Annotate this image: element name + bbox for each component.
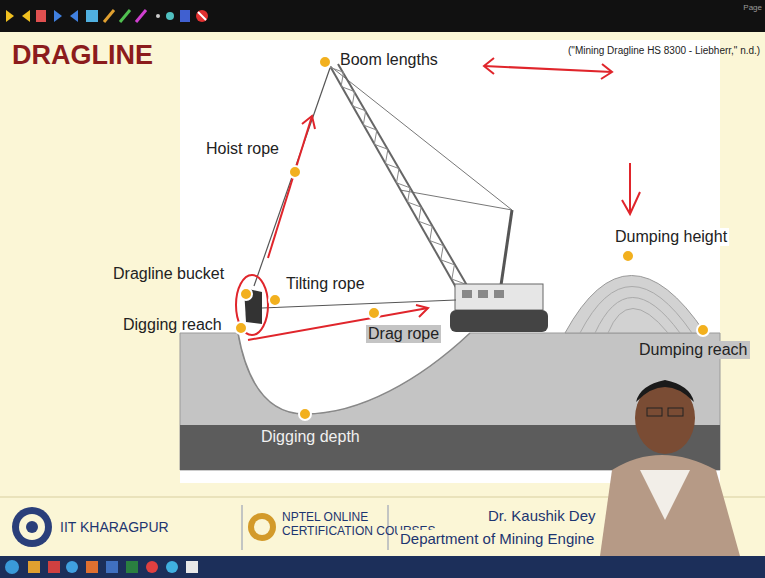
red-annotations: [236, 58, 640, 340]
taskbar: [0, 556, 765, 578]
toolbar-icons: [6, 10, 208, 22]
slide-title: DRAGLINE: [12, 40, 153, 71]
institute-name: IIT KHARAGPUR: [60, 519, 169, 535]
part-label: Dumping height: [613, 228, 729, 246]
instructor-name: Dr. Kaushik Dey: [486, 507, 598, 524]
toolbar: [0, 0, 765, 32]
iit-logo: [12, 507, 52, 547]
spoil-pile: [565, 276, 705, 334]
figure-panel: [180, 40, 720, 483]
part-label: Boom lengths: [340, 51, 438, 69]
part-label: Tilting rope: [284, 275, 367, 293]
hoist-rope: [254, 68, 330, 286]
citation: ("Mining Dragline HS 8300 - Liebherr," n…: [568, 45, 760, 57]
department-name: Department of Mining Engine: [398, 530, 596, 547]
part-label: Dumping reach: [637, 341, 750, 359]
dig-pit: [238, 333, 470, 414]
footer-divider: [242, 505, 243, 550]
nptel-logo: [248, 513, 276, 541]
presenter: [600, 380, 740, 556]
part-label: Hoist rope: [206, 140, 279, 158]
part-label: Drag rope: [366, 325, 441, 343]
taskbar-icons: [5, 560, 198, 574]
part-label: Digging reach: [123, 316, 222, 334]
part-label: Dragline bucket: [113, 265, 224, 283]
part-label: Digging depth: [261, 428, 360, 446]
page-label: Page: [743, 3, 762, 12]
